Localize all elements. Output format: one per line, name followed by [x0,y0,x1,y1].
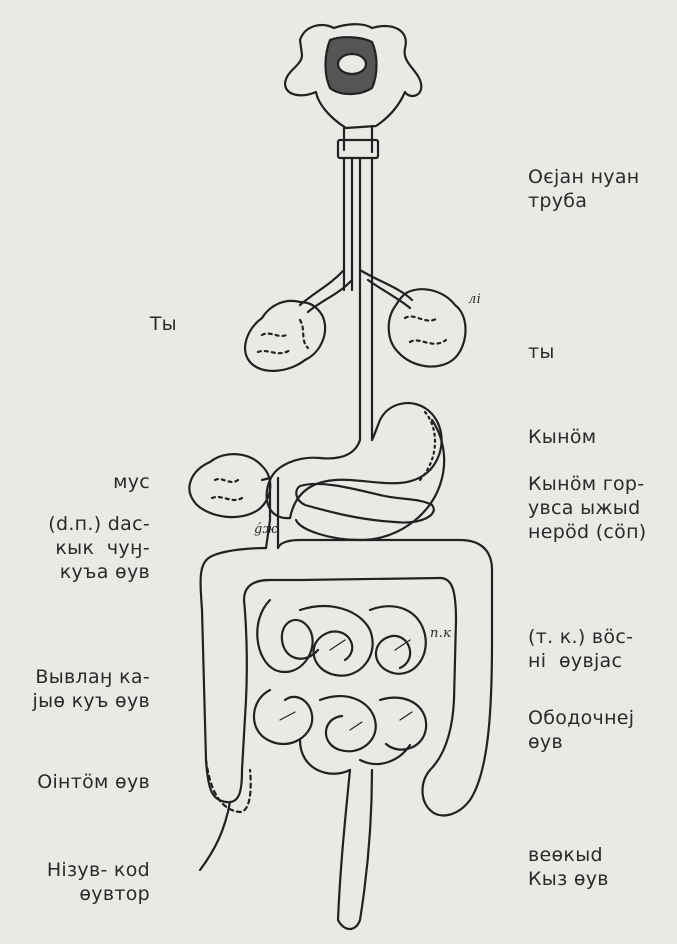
annotation-lung: лі [468,288,481,312]
label-duodenum: (т. к.) вӧс- ні ɵувјас [528,625,633,673]
appendix-shape [200,802,230,870]
head-throat-shape [285,24,421,158]
label-bile-duct: (d.п.) dac- кык чуӈ- куъа ɵув [48,512,150,584]
label-liver-right: ты [528,340,555,364]
label-esophagus: Оєјан нуан труба [528,165,640,213]
label-caecum: Оінтӧм ɵув [37,770,150,794]
label-rectum: веɵкыd Кыз ɵув [528,843,609,891]
esophagus-shape [344,158,372,440]
small-intestine-shape [254,600,426,929]
label-stomach: Кынӧм [528,425,596,449]
annotation-duct: ǵж [254,518,278,542]
gallbladder-shape [189,454,270,517]
annotation-bowel: п.к [430,622,451,646]
colon-shape [201,540,492,815]
label-gallbladder: мус [113,470,150,494]
pancreas-shape [296,484,434,523]
label-pancreas: Кынӧм гор- увса ыжыd нерӧd (сӧп) [528,472,647,544]
label-liver-left: Ты [150,312,177,336]
label-colon: Ободочнеј ɵув [528,706,634,754]
label-appendix: Нізув- коd ɵувтор [47,858,150,906]
label-small-intestine: Вывлаӈ ка- јыɵ куъ ɵув [33,665,151,713]
